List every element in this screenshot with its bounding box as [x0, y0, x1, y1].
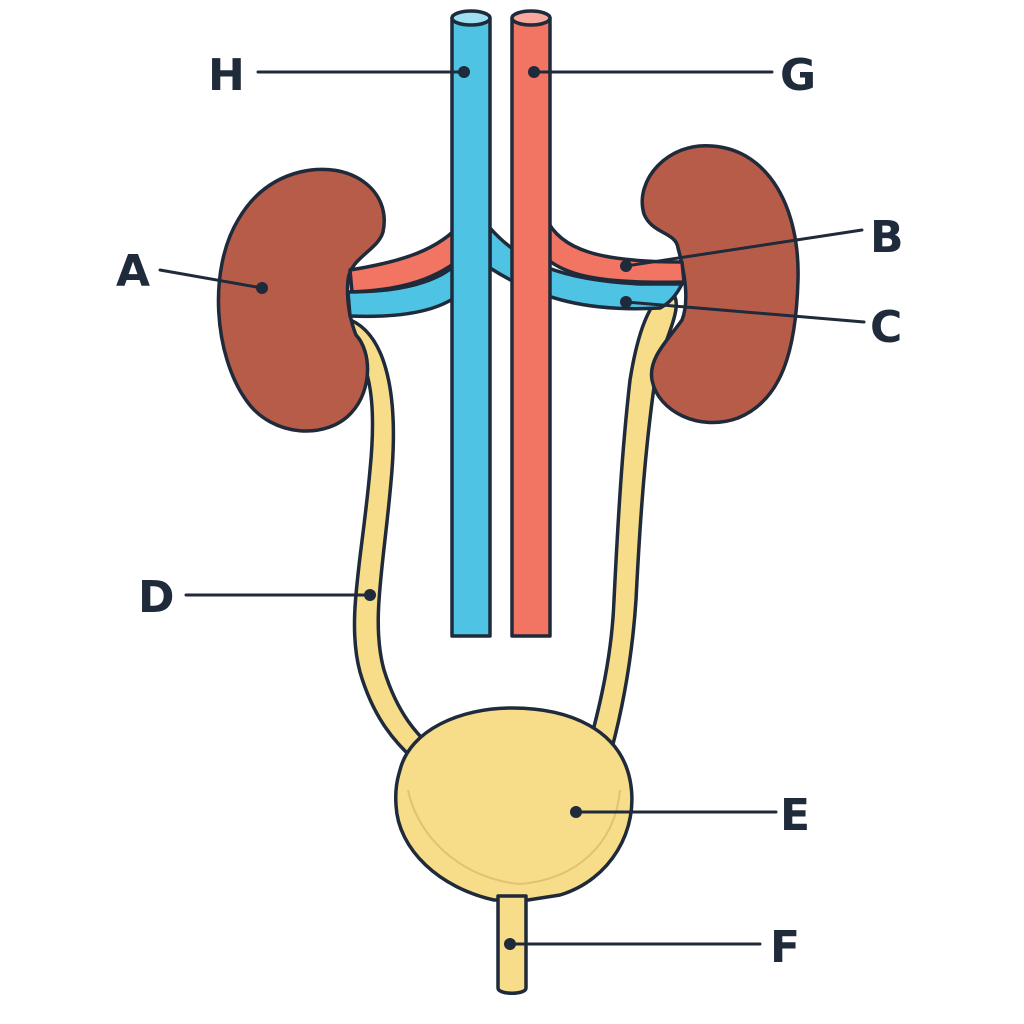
leader-dot-c: [620, 296, 632, 308]
label-b: B: [870, 212, 904, 263]
renal-artery-right: [538, 216, 686, 285]
leader-dot-e: [570, 806, 582, 818]
leader-dot-b: [620, 260, 632, 272]
label-d: D: [138, 572, 175, 623]
label-f: F: [770, 922, 800, 973]
kidney-right: [640, 144, 800, 425]
leader-line-a: [158, 268, 264, 290]
label-c: C: [870, 302, 902, 353]
vena-cava-top: [450, 9, 492, 27]
label-e: E: [780, 790, 810, 841]
bladder: [394, 706, 634, 902]
leader-dot-f: [504, 938, 516, 950]
kidney-left: [216, 167, 386, 433]
leader-dot-a: [256, 282, 268, 294]
label-h: H: [208, 50, 245, 101]
leader-line-c: [624, 300, 866, 324]
aorta-top: [510, 9, 552, 27]
bladder-inner-line: [407, 789, 621, 886]
aorta: [510, 16, 552, 638]
label-g: G: [780, 50, 816, 101]
leader-dot-d: [364, 589, 376, 601]
leader-line-b: [624, 228, 864, 268]
leader-dot-g: [528, 66, 540, 78]
label-a: A: [116, 246, 150, 297]
leader-dot-h: [458, 66, 470, 78]
vena-cava: [450, 16, 492, 638]
